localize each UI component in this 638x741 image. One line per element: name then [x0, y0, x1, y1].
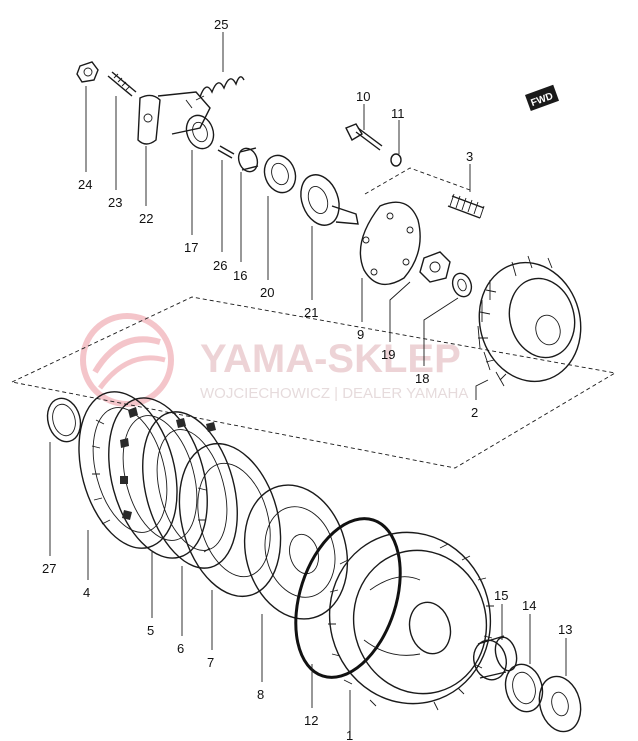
part-16-collar	[237, 147, 259, 173]
part-27-circlip	[46, 397, 82, 443]
callout-13: 13	[558, 622, 572, 637]
callout-21: 21	[304, 305, 318, 320]
callout-9: 9	[357, 327, 364, 342]
callout-25: 25	[214, 17, 228, 32]
callout-15: 15	[494, 588, 508, 603]
part-21-push-plate	[300, 174, 359, 226]
assembly-outline-upper	[364, 167, 471, 195]
part-24-nut	[76, 61, 99, 83]
callout-3: 3	[466, 149, 473, 164]
front-marker: FWD	[525, 84, 560, 111]
callout-24: 24	[78, 177, 92, 192]
part-9-pressure-plate	[359, 201, 421, 286]
watermark-logo-icon	[80, 313, 174, 407]
callout-14: 14	[522, 598, 536, 613]
part-20-bearing	[263, 154, 297, 194]
callout-12: 12	[304, 713, 318, 728]
part-10-bolt	[345, 123, 383, 151]
part-26-pin	[217, 145, 235, 159]
callout-7: 7	[207, 655, 214, 670]
callout-2: 2	[471, 405, 478, 420]
part-22-lever	[137, 91, 211, 145]
part-3-spring	[447, 193, 485, 219]
callout-11: 11	[391, 106, 405, 121]
part-17-seal	[185, 114, 215, 150]
callout-23: 23	[108, 195, 122, 210]
callout-16: 16	[233, 268, 247, 283]
callout-27: 27	[42, 561, 56, 576]
part-18-washer	[451, 272, 473, 298]
part-25-spring	[195, 76, 245, 101]
part-5-clutch-plate	[108, 397, 208, 559]
part-14-washer	[504, 663, 544, 713]
part-7-plate	[178, 442, 282, 598]
watermark: YAMA-SKLEP WOJCIECHOWICZ | DEALER YAMAHA	[80, 313, 468, 407]
callout-labels: 25 24 23 22 17 26 16 20 10 11 3 21 9 19 …	[42, 17, 572, 741]
watermark-brand: YAMA-SKLEP	[200, 337, 461, 381]
part-11-washer	[390, 153, 402, 167]
part-2-clutch-boss	[477, 255, 582, 387]
part-19-nut	[419, 251, 451, 283]
part-4-friction-plate	[78, 391, 178, 549]
callout-4: 4	[83, 585, 90, 600]
callout-8: 8	[257, 687, 264, 702]
part-8-cushion-plate	[243, 484, 349, 620]
watermark-tagline: WOJCIECHOWICZ | DEALER YAMAHA	[200, 385, 468, 402]
callout-6: 6	[177, 641, 184, 656]
callout-26: 26	[213, 258, 227, 273]
callout-20: 20	[260, 285, 274, 300]
callout-17: 17	[184, 240, 198, 255]
part-13-thrust-plate	[538, 675, 582, 733]
callout-18: 18	[415, 371, 429, 386]
part-12-o-ring	[294, 517, 402, 679]
part-15-spacer	[473, 635, 518, 681]
callout-5: 5	[147, 623, 154, 638]
part-1-clutch-housing	[328, 531, 494, 711]
part-6-plate	[142, 411, 238, 569]
callout-1: 1	[346, 728, 353, 741]
leader-lines	[49, 32, 567, 738]
callout-22: 22	[139, 211, 153, 226]
part-23-screw	[107, 71, 137, 97]
callout-10: 10	[356, 89, 370, 104]
callout-19: 19	[381, 347, 395, 362]
